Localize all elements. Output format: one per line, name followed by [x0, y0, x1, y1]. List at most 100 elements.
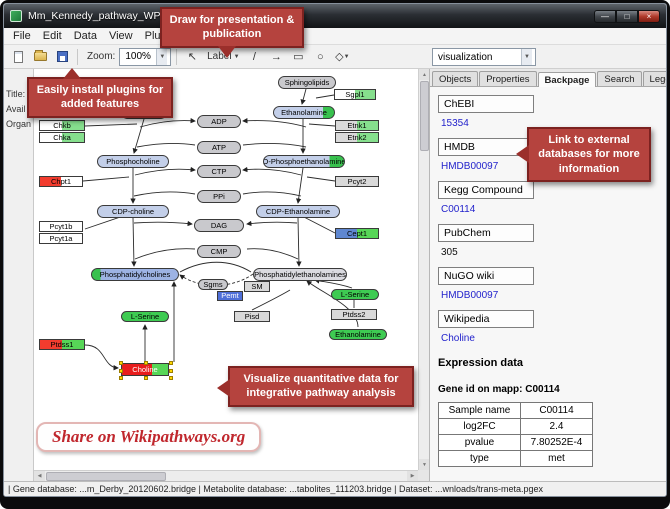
pathway-node-atp[interactable]: ATP	[197, 141, 241, 154]
pathway-node-pisd[interactable]: Pisd	[234, 311, 270, 322]
pathway-node-ethanolamine_b[interactable]: Ethanolamine	[329, 329, 387, 340]
db-header-wikipedia: Wikipedia	[438, 310, 534, 328]
pathway-node-sgpl1[interactable]: Sgpl1	[334, 89, 376, 100]
scroll-up-icon[interactable]: ▲	[419, 69, 429, 80]
pathway-node-cdp_choline[interactable]: CDP-choline	[97, 205, 169, 218]
pathway-node-chpt1[interactable]: Chpt1	[39, 176, 83, 187]
new-file-button[interactable]	[8, 47, 28, 67]
pathway-node-chka[interactable]: Chka	[39, 132, 85, 143]
properties-strip: Title: Avail Organ	[4, 69, 34, 481]
kegg-id-link[interactable]: C00114	[441, 204, 476, 215]
selection-handle[interactable]	[169, 368, 173, 373]
wikipedia-link[interactable]: Choline	[441, 333, 475, 344]
pathway-node-ctp[interactable]: CTP	[197, 165, 241, 178]
visualization-select[interactable]: visualization ▼	[432, 48, 536, 66]
pathway-node-phosphatidylcholines[interactable]: Phosphatidylcholines	[91, 268, 179, 281]
titlebar[interactable]: Mm_Kennedy_pathway_WP1771_45176.gp... — …	[4, 4, 666, 28]
selection-handle[interactable]	[119, 361, 123, 365]
selection-handle[interactable]	[119, 376, 123, 380]
selection-handle[interactable]	[169, 361, 173, 365]
menu-view[interactable]: View	[108, 30, 133, 42]
pathway-node-o_phosphoethanolamine[interactable]: O-Phosphoethanolamine	[263, 155, 345, 168]
statusbar: | Gene database: ...m_Derby_20120602.bri…	[4, 481, 666, 496]
pathway-node-sm[interactable]: SM	[244, 281, 270, 292]
pathway-node-pcyt2[interactable]: Pcyt2	[335, 176, 379, 187]
pathway-node-ethanolamine[interactable]: Ethanolamine	[273, 106, 335, 119]
pathway-node-sgms[interactable]: Sgms	[198, 279, 228, 290]
strip-label-availability: Avail	[6, 104, 26, 114]
tab-objects[interactable]: Objects	[432, 71, 479, 86]
scroll-right-icon[interactable]: ▶	[407, 470, 418, 481]
zoom-label: Zoom:	[87, 51, 116, 62]
pathway-node-dag[interactable]: DAG	[194, 219, 244, 232]
tab-backpage[interactable]: Backpage	[537, 72, 597, 87]
maximize-button[interactable]: □	[616, 9, 638, 23]
db-header-hmdb: HMDB	[438, 138, 534, 156]
arrow-tool-button[interactable]: →	[266, 47, 286, 67]
tab-legend[interactable]: Legend	[642, 71, 666, 86]
pathway-node-cept1[interactable]: Cept1	[335, 228, 379, 239]
scrollbar-corner	[418, 470, 429, 481]
pathway-canvas[interactable]: SphingolipidsSgpl1CholineEthanolamineChk…	[34, 69, 430, 481]
chevron-down-icon: ▼	[343, 53, 350, 60]
pathway-node-l_serine_l[interactable]: L-Serine	[121, 311, 169, 322]
selection-handle[interactable]	[144, 376, 148, 380]
hmdb-id-link[interactable]: HMDB00097	[441, 161, 499, 172]
menu-edit[interactable]: Edit	[42, 30, 62, 42]
line-tool-button[interactable]: /	[244, 47, 264, 67]
pathway-node-ppi[interactable]: PPi	[197, 190, 241, 203]
zoom-select[interactable]: 100% ▼	[119, 47, 172, 66]
strip-label-title: Title:	[6, 89, 26, 99]
app-icon	[10, 10, 22, 22]
pathway-node-sphingolipids[interactable]: Sphingolipids	[278, 76, 336, 89]
pathway-node-ptdss1[interactable]: Ptdss1	[39, 339, 85, 350]
menu-file[interactable]: File	[13, 30, 31, 42]
open-file-button[interactable]	[30, 47, 50, 67]
scroll-down-icon[interactable]: ▼	[419, 459, 429, 470]
arrow-icon: →	[270, 50, 282, 63]
tab-search[interactable]: Search	[597, 71, 642, 86]
canvas-horizontal-scrollbar[interactable]: ◀ ▶	[34, 470, 418, 481]
pathway-node-chkb[interactable]: Chkb	[39, 120, 85, 131]
close-button[interactable]: ×	[638, 9, 660, 23]
horizontal-scroll-thumb[interactable]	[46, 472, 166, 481]
table-cell: log2FC	[438, 418, 521, 435]
selection-handle[interactable]	[119, 368, 123, 373]
save-button[interactable]	[52, 47, 72, 67]
scroll-left-icon[interactable]: ◀	[34, 470, 45, 481]
pathway-node-choline_sel[interactable]: Choline	[119, 361, 173, 380]
rectangle-tool-button[interactable]: ▭	[288, 47, 308, 67]
db-header-nugo: NuGO wiki	[438, 267, 534, 285]
menu-data[interactable]: Data	[73, 30, 97, 42]
pathway-node-pcyt1a[interactable]: Pcyt1a	[39, 233, 83, 244]
vertical-scroll-thumb[interactable]	[420, 81, 429, 151]
select-tool-button[interactable]: ↖	[182, 47, 202, 67]
statusbar-text: | Gene database: ...m_Derby_20120602.bri…	[8, 484, 544, 494]
pathway-node-cmp[interactable]: CMP	[197, 245, 241, 258]
selection-handle[interactable]	[144, 361, 148, 365]
selection-handle[interactable]	[169, 376, 173, 380]
chebi-id-link[interactable]: 15354	[441, 118, 469, 129]
zoom-value: 100%	[125, 51, 151, 62]
minimize-button[interactable]: —	[594, 9, 616, 23]
pathway-node-ptdss2[interactable]: Ptdss2	[331, 309, 377, 320]
pathway-node-phosphocholine[interactable]: Phosphocholine	[97, 155, 169, 168]
shapes-dropdown-button[interactable]: ◇▼	[332, 47, 352, 67]
oval-tool-button[interactable]: ○	[310, 47, 330, 67]
table-row: log2FC 2.4	[438, 418, 593, 435]
pathway-node-adp[interactable]: ADP	[197, 115, 241, 128]
db-header-kegg: Kegg Compound	[438, 181, 534, 199]
nugo-id-link[interactable]: HMDB00097	[441, 290, 499, 301]
pathway-node-cdp_ethanolamine[interactable]: CDP-Ethanolamine	[256, 205, 340, 218]
pathway-node-etnk2[interactable]: Etnk2	[335, 132, 379, 143]
canvas-vertical-scrollbar[interactable]: ▲ ▼	[418, 69, 429, 470]
pathway-node-pemt[interactable]: Pemt	[217, 291, 243, 301]
tab-properties[interactable]: Properties	[479, 71, 537, 86]
backpage-panel: ChEBI 15354 HMDB HMDB00097 Kegg Compound…	[430, 87, 666, 481]
pathway-node-phosphatidylethanolamines[interactable]: Phosphatidylethanolamines	[253, 268, 347, 281]
pathway-node-etnk1[interactable]: Etnk1	[335, 120, 379, 131]
pathway-node-l_serine_r[interactable]: L-Serine	[331, 289, 379, 300]
callout-visualize-data: Visualize quantitative data for integrat…	[217, 366, 414, 407]
pathway-node-pcyt1b[interactable]: Pcyt1b	[39, 221, 83, 232]
